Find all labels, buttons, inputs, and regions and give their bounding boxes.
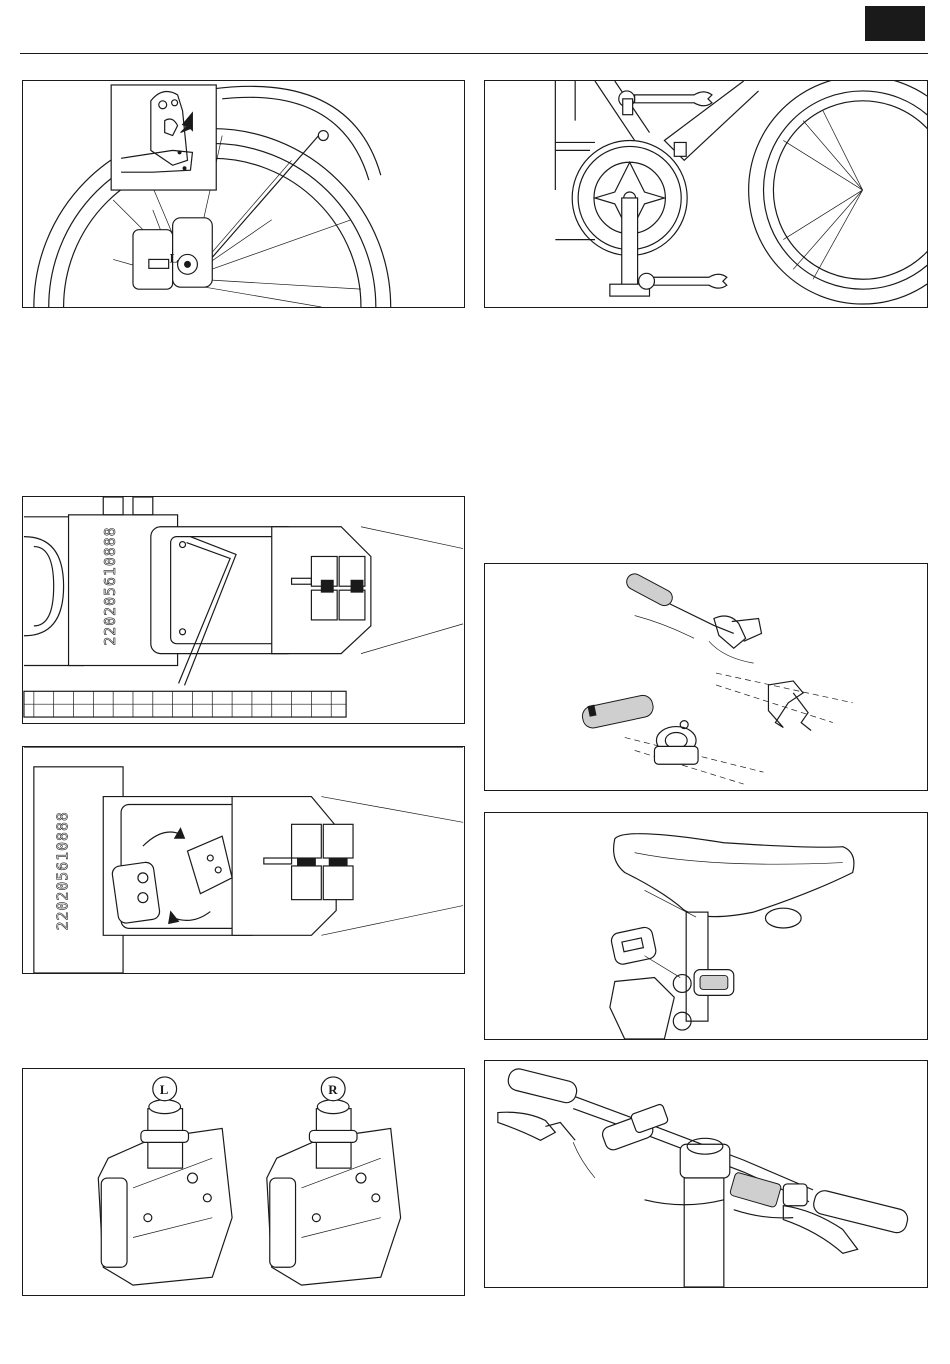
figure-crank [484, 80, 928, 308]
light-mount-inset [610, 926, 657, 966]
brake-lever-part [768, 681, 811, 731]
figure-handlebar-assembled [484, 1060, 928, 1288]
seat-post-drawing [485, 813, 927, 1039]
pedals-drawing: L R [23, 1069, 464, 1295]
figure-seat-post [484, 812, 928, 1040]
grip-right-textured [729, 1172, 781, 1208]
handlebar-assembled-drawing [485, 1061, 927, 1287]
stem-clamp [680, 1138, 730, 1178]
figure-handlebar-parts [484, 563, 928, 791]
handlebar-parts-drawing [485, 564, 927, 790]
rear-brake-drawing: L [23, 81, 464, 307]
chain [24, 691, 346, 717]
rear-light [694, 970, 734, 996]
header-rule [20, 53, 928, 54]
saddle [614, 834, 854, 928]
frame-serial: 220205610888 [101, 526, 119, 645]
dropout-inset [111, 85, 216, 190]
figure-frame-lock: 220205610888 [22, 496, 465, 724]
pedal-right: R [267, 1077, 401, 1285]
pedal-left-label: L [160, 1083, 169, 1097]
section-tab [865, 6, 925, 41]
latch-lever-left [111, 861, 160, 924]
figure-frame-latch: 220205610888 [22, 746, 465, 974]
pedal-left: L [98, 1077, 232, 1285]
wrench-icon [639, 273, 727, 289]
grip-left [506, 1067, 579, 1105]
frame-latch-drawing: 220205610888 [23, 747, 464, 973]
crank-drawing [485, 81, 927, 307]
latch-serial: 220205610888 [54, 811, 72, 930]
brake-label: L [170, 251, 179, 265]
frame-lock-drawing: 220205610888 [23, 497, 464, 723]
grip-part [581, 694, 655, 730]
grip [624, 571, 675, 608]
pedal-right-label: R [328, 1083, 338, 1097]
figure-rear-brake: L [22, 80, 465, 308]
clamp-part [654, 721, 698, 765]
figure-pedals: L R [22, 1068, 465, 1296]
